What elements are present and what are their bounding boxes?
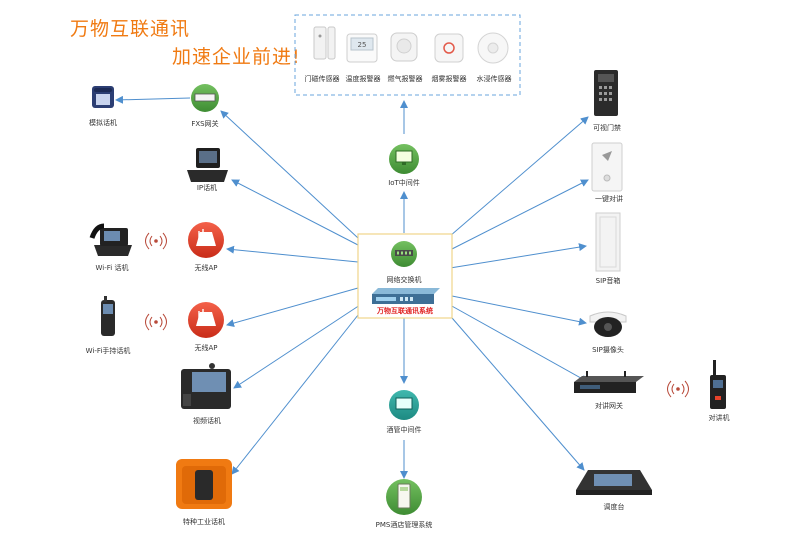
pms-label: PMS酒店管理系统 <box>376 520 433 529</box>
sensor-label: 水浸传感器 <box>477 74 512 83</box>
server-rack-icon <box>372 288 440 304</box>
connection-arrows <box>115 95 589 479</box>
wifi-handset-label: Wi-Fi手持话机 <box>86 346 131 355</box>
arrow-to-fxs <box>220 110 359 239</box>
iot-middleware-node: IoT中间件 <box>388 144 420 187</box>
temperature-alarm-icon: 25 <box>346 33 378 63</box>
sip-speaker-label: SIP音箱 <box>596 276 621 285</box>
hotel-middleware-label: 酒管中间件 <box>387 425 422 434</box>
arrow-to-industrial <box>231 309 363 475</box>
walkie-talkie-label: 对讲机 <box>709 413 730 422</box>
sip-camera-label: SIP摄像头 <box>592 345 624 354</box>
arrow-fxs-to-analog <box>115 95 191 104</box>
gas-alarm-icon <box>390 32 418 62</box>
system-label: 万物互联通讯系统 <box>376 306 433 315</box>
video-door-label: 可视门禁 <box>593 123 621 132</box>
video-phone-label: 视频话机 <box>193 416 221 425</box>
smoke-alarm-icon <box>434 33 464 63</box>
arrow-to-sip-camera <box>451 295 587 326</box>
svg-text:25: 25 <box>358 41 367 49</box>
wifi-phone-label: Wi-Fi 话机 <box>96 263 129 272</box>
wifi-signal-icon <box>145 313 167 331</box>
arrow-to-video-phone <box>233 304 361 389</box>
one-key-intercom-node: 一键对讲 <box>591 142 623 203</box>
switch-label: 网络交换机 <box>387 275 422 284</box>
wifi-signal-icon <box>145 232 167 250</box>
wireless-ap-2-label: 无线AP <box>194 343 217 352</box>
arrow-to-sip-speaker <box>449 243 587 269</box>
slogan-line-2: 加速企业前进! <box>172 46 301 68</box>
analog-phone-label: 模拟话机 <box>89 118 117 127</box>
arrow-to-dispatch <box>445 310 585 471</box>
sip-camera-node: SIP摄像头 <box>589 311 627 354</box>
ip-phone-label: IP话机 <box>197 183 217 192</box>
wireless-ap-1-node: 无线AP <box>188 222 224 272</box>
industrial-phone-label: 特种工业话机 <box>183 517 225 526</box>
intercom-gateway-node: 对讲网关 <box>574 371 644 410</box>
sensor-label: 门磁传感器 <box>305 74 340 83</box>
dispatch-console-label: 调度台 <box>604 502 625 511</box>
fxs-gateway-node: FXS网关 <box>191 84 219 128</box>
arrow-to-ip-phone <box>231 179 359 246</box>
video-door-node: 可视门禁 <box>593 70 621 132</box>
iot-middleware-label: IoT中间件 <box>388 178 420 187</box>
center-system: 网络交换机 万物互联通讯系统 <box>357 233 453 319</box>
arrow-to-one-key <box>449 179 589 251</box>
wifi-phone-node: Wi-Fi 话机 <box>89 223 132 272</box>
sip-speaker-node: SIP音箱 <box>595 212 621 285</box>
arrow-to-intercom-gw <box>449 304 589 383</box>
sensor-label: 烟雾报警器 <box>432 74 467 83</box>
fxs-gateway-label: FXS网关 <box>191 119 218 128</box>
wifi-signal-icon <box>667 380 689 398</box>
video-phone-node: 视频话机 <box>181 363 231 425</box>
water-sensor-icon <box>477 32 509 64</box>
slogan-line-1: 万物互联通讯 <box>70 18 191 40</box>
door-sensor-icon <box>313 26 336 60</box>
wifi-handset-node: Wi-Fi手持话机 <box>86 296 131 355</box>
wireless-ap-1-label: 无线AP <box>194 263 217 272</box>
network-switch-icon <box>391 241 417 267</box>
wireless-ap-2-node: 无线AP <box>188 302 224 352</box>
walkie-talkie-node: 对讲机 <box>709 360 730 422</box>
sensor-label: 温度报警器 <box>346 74 381 83</box>
one-key-intercom-label: 一键对讲 <box>595 194 623 203</box>
sensor-group: 25 门磁传感器 温度报警器 燃气报警器 烟雾报警器 水浸传感器 <box>294 14 521 96</box>
sensor-label: 燃气报警器 <box>388 74 423 83</box>
ip-phone-node: IP话机 <box>187 148 228 192</box>
intercom-gateway-label: 对讲网关 <box>595 401 623 410</box>
analog-phone-node: 模拟话机 <box>89 86 117 127</box>
arrow-to-ap1 <box>226 245 359 263</box>
industrial-phone-node: 特种工业话机 <box>176 459 232 526</box>
hotel-middleware-node: 酒管中间件 <box>387 390 422 434</box>
arrow-to-ap2 <box>226 287 359 327</box>
pms-node: PMS酒店管理系统 <box>376 479 433 529</box>
dispatch-console-node: 调度台 <box>576 470 652 511</box>
arrow-to-video-door <box>449 116 589 237</box>
